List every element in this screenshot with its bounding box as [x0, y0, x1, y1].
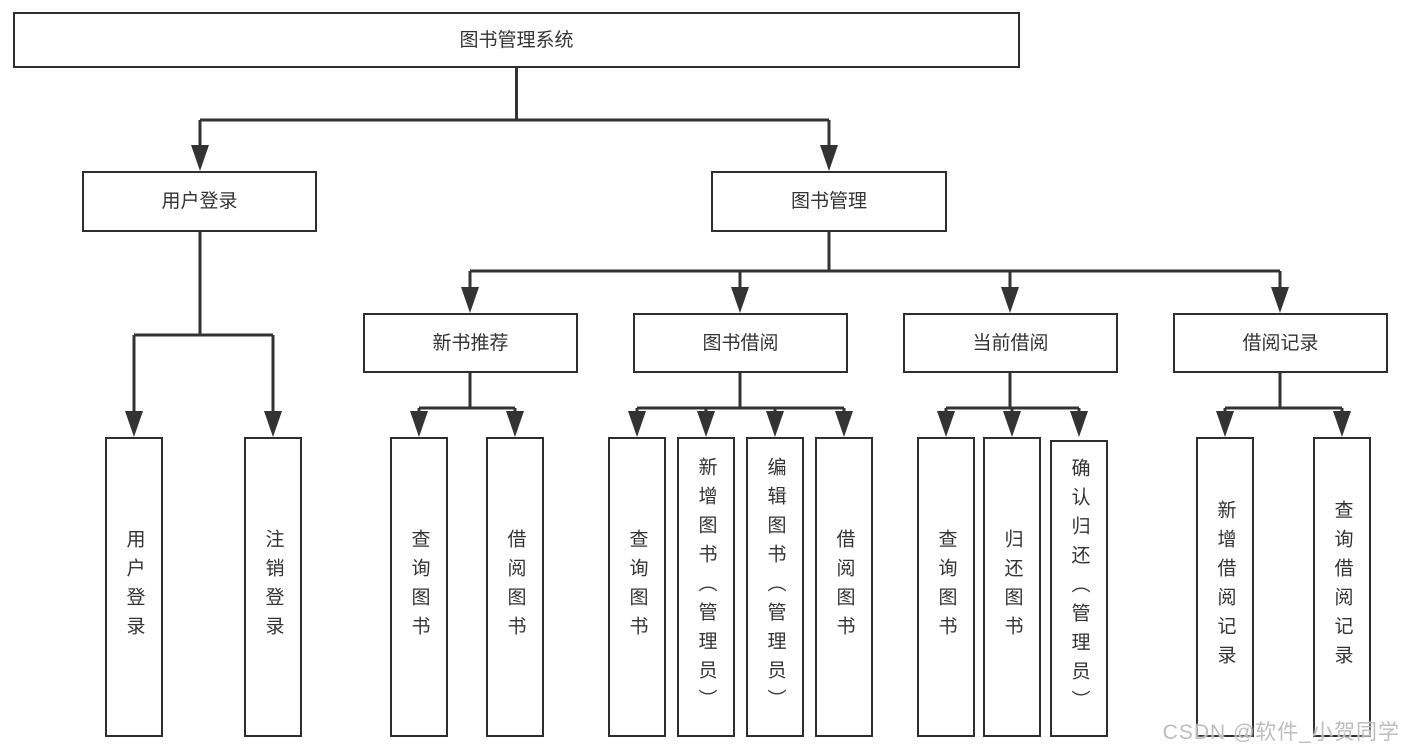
arrowhead [264, 411, 282, 437]
arrowhead [125, 411, 143, 437]
arrowhead [506, 411, 524, 437]
arrowhead [1271, 287, 1289, 313]
edge-book-management-bus [468, 232, 1282, 292]
leaf-confirm-return-admin: 确认归还（管理员） [1050, 440, 1108, 737]
node-user-login: 用户登录 [82, 171, 317, 232]
arrowhead [731, 287, 749, 313]
edge-book-borrow-bus [635, 373, 846, 416]
leaf-borrow-books-new: 借阅图书 [486, 437, 544, 737]
arrowhead [835, 411, 853, 437]
node-book-management: 图书管理 [711, 171, 947, 232]
edge-borrow-record-bus [1223, 373, 1344, 416]
node-borrowing-records: 借阅记录 [1173, 313, 1388, 373]
leaf-query-books-current: 查询图书 [917, 437, 975, 737]
arrowhead [1216, 411, 1234, 437]
leaf-user-login: 用户登录 [105, 437, 163, 737]
leaf-add-book-admin: 新增图书（管理员） [677, 437, 735, 737]
arrowhead [191, 145, 209, 171]
arrowhead [1001, 287, 1019, 313]
arrowhead [628, 411, 646, 437]
arrowhead [820, 145, 838, 171]
leaf-logout: 注销登录 [244, 437, 302, 737]
arrowhead [1070, 411, 1088, 437]
arrowhead [1333, 411, 1351, 437]
node-library-management-system: 图书管理系统 [13, 12, 1020, 68]
arrowhead [461, 287, 479, 313]
edge-current-borrow-bus [944, 373, 1081, 416]
edge-root-bus [198, 68, 831, 150]
arrowhead [1003, 411, 1021, 437]
arrowhead [937, 411, 955, 437]
node-current-borrowing: 当前借阅 [903, 313, 1118, 373]
leaf-query-books-borrow: 查询图书 [608, 437, 666, 737]
edge-user-login-bus [132, 232, 275, 416]
leaf-edit-book-admin: 编辑图书（管理员） [746, 437, 804, 737]
leaf-return-books: 归还图书 [983, 437, 1041, 737]
leaf-query-books-new: 查询图书 [390, 437, 448, 737]
node-new-book-recommendation: 新书推荐 [363, 313, 578, 373]
arrowhead [697, 411, 715, 437]
leaf-borrow-books-borrow: 借阅图书 [815, 437, 873, 737]
arrowhead [410, 411, 428, 437]
leaf-add-borrow-record: 新增借阅记录 [1196, 437, 1254, 737]
csdn-watermark: CSDN @软件_小贺同学 [1162, 721, 1400, 744]
arrowhead [766, 411, 784, 437]
node-book-borrowing: 图书借阅 [633, 313, 848, 373]
edge-new-book-bus [417, 373, 517, 416]
leaf-query-borrow-record: 查询借阅记录 [1313, 437, 1371, 737]
